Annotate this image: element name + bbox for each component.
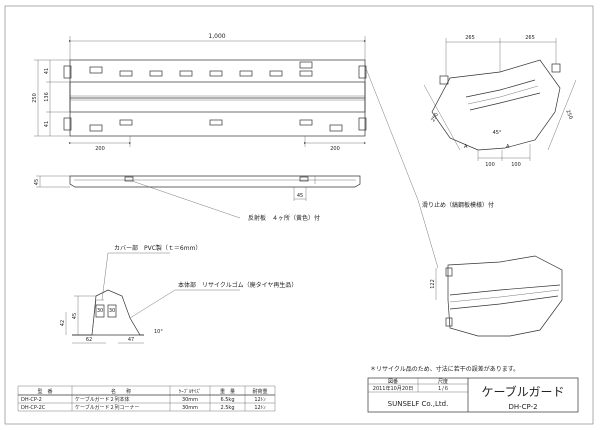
leader-cover xyxy=(101,252,109,301)
dim-right-200: 200 xyxy=(330,146,340,152)
side-view: 45 45 xyxy=(34,175,361,201)
label-cover: カバー部 PVC製（ｔ＝6mm） xyxy=(114,244,201,252)
section-dim-30-b: 30 xyxy=(109,308,115,314)
corner-dim-c: 250 xyxy=(430,112,440,123)
table-cell: 12ﾄﾝ xyxy=(254,405,266,411)
corner-dim-d: 250 xyxy=(564,109,573,120)
table-cell: DH-CP-2 xyxy=(21,397,42,403)
table-header-2: ｹｰﾌﾞﾙｻｲｽﾞ xyxy=(179,388,202,395)
title-product-code: DH-CP-2 xyxy=(508,403,537,411)
note-text: ＊リサイクル品のため、寸法に若干の誤差があります。 xyxy=(370,365,519,373)
top-view: 1,000 xyxy=(32,33,367,152)
corner-dim-f: 100 xyxy=(511,162,521,168)
table-header-3: 重 量 xyxy=(220,388,235,395)
section-dim-47: 47 xyxy=(128,337,134,343)
label-body: 本体部 リサイクルゴム（廃タイヤ再生品） xyxy=(178,281,297,289)
corner-bottom-dim: 122 xyxy=(430,279,436,289)
title-scale: １/６ xyxy=(437,386,449,392)
title-block: 図番 尺度 2011年10月20日 １/６ SUNSELF Co.,Ltd. ケ… xyxy=(367,377,579,413)
corner-angle: 45° xyxy=(493,130,502,136)
section-angle: 10° xyxy=(154,329,163,335)
section-view: 45 42 30 30 62 47 10° xyxy=(60,289,163,344)
dim-side-slot: 45 xyxy=(297,193,303,199)
parts-table: 型 番 名 称 ｹｰﾌﾞﾙｻｲｽﾞ 重 量 耐荷重 DH-CP-2 ケーブルガード２列本体 3… xyxy=(17,385,276,412)
corner-top-view: 265 265 250 250 45° 100 100 A A xyxy=(423,35,577,168)
table-header-4: 耐荷重 xyxy=(252,388,267,395)
sheet-border xyxy=(4,5,594,425)
leader-reflector xyxy=(131,180,241,219)
table-cell: 12ﾄﾝ xyxy=(254,397,266,403)
table-header-0: 型 番 xyxy=(37,388,52,395)
title-company: SUNSELF Co.,Ltd. xyxy=(388,400,449,408)
label-reflector: 反射板 ４ヶ所（黄色）付 xyxy=(248,214,320,222)
table-cell: ケーブルガード２列本体 xyxy=(75,396,130,403)
table-cell: 30mm xyxy=(182,397,198,403)
dim-left-200: 200 xyxy=(95,146,105,152)
title-product-name: ケーブルガード xyxy=(482,384,565,399)
dim-upper: 41 xyxy=(44,68,50,74)
corner-dim-b: 265 xyxy=(525,35,535,41)
corner-dim-e: 100 xyxy=(485,162,495,168)
table-cell: 6.5kg xyxy=(220,397,234,403)
corner-bottom-view: 122 xyxy=(430,255,563,337)
table-cell: DH-CP-2C xyxy=(21,405,46,411)
dim-total-length: 1,000 xyxy=(208,33,225,40)
table-cell: ケーブルガード２列コーナー xyxy=(75,404,140,411)
svg-text:A: A xyxy=(506,144,510,150)
label-anti-slip: 滑り止め（縞鋼板模様）付 xyxy=(422,201,494,209)
title-scale-label: 尺度 xyxy=(438,378,448,385)
dim-middle: 136 xyxy=(44,92,50,102)
table-header-1: 名 称 xyxy=(111,388,131,395)
dim-side-height: 45 xyxy=(34,179,40,185)
section-dim-30-a: 30 xyxy=(97,308,103,314)
table-cell: 30mm xyxy=(182,405,198,411)
svg-text:A: A xyxy=(464,144,468,150)
leader-body xyxy=(129,289,176,319)
title-drawing-label: 図番 xyxy=(388,378,398,385)
section-dim-62: 62 xyxy=(86,337,92,343)
dim-height-total: 250 xyxy=(32,93,38,103)
section-dim-45: 45 xyxy=(72,313,78,319)
dim-lower: 41 xyxy=(44,121,50,127)
leader-anti-slip xyxy=(364,65,419,201)
title-date: 2011年10月20日 xyxy=(373,385,413,392)
table-cell: 2.5kg xyxy=(220,405,234,411)
section-dim-42: 42 xyxy=(60,320,66,326)
corner-dim-a: 265 xyxy=(465,35,475,41)
